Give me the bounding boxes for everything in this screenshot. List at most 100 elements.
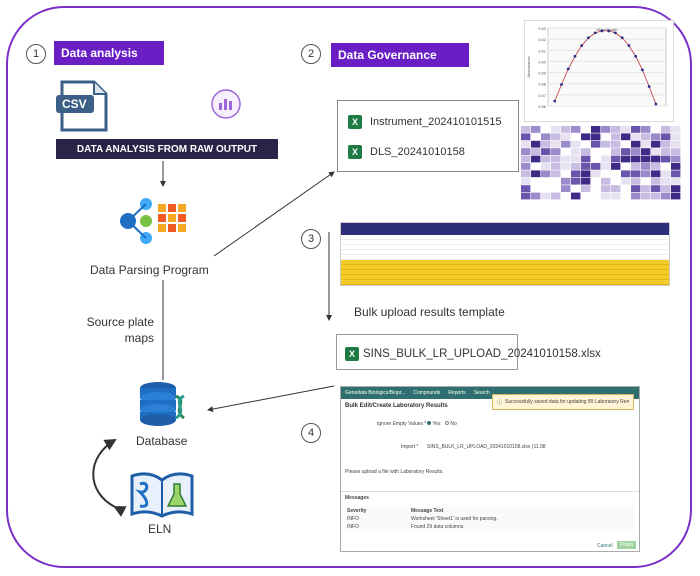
page-heading: Bulk Edit/Create Laboratory Results	[345, 403, 448, 409]
heatmap-cell	[521, 177, 531, 185]
heatmap-cell	[601, 163, 611, 170]
heatmap-cell	[521, 170, 531, 178]
no-radio[interactable]: No	[445, 421, 457, 427]
data-point	[627, 44, 631, 47]
heatmap-cell	[591, 148, 601, 155]
data-point	[641, 68, 644, 72]
heatmap-cell	[661, 140, 671, 148]
import-label: Import *	[401, 444, 419, 450]
heatmap-cell	[671, 170, 681, 178]
heatmap-cell	[611, 170, 621, 178]
spreadsheet-row-highlight	[341, 260, 669, 265]
import-file-value[interactable]: SINS_BULK_LR_UPLOAD_20241010158.xlsx (11…	[427, 444, 547, 450]
heatmap-cell	[591, 155, 601, 163]
source-label-line2: maps	[124, 331, 154, 345]
step-4-badge: 4	[301, 423, 321, 443]
heatmap-cell	[551, 177, 561, 185]
heatmap-cell	[581, 185, 591, 192]
info-icon: ⓘ	[497, 399, 503, 406]
database-label: Database	[136, 434, 188, 448]
yes-radio[interactable]: Yes	[427, 421, 440, 427]
heatmap-cell	[641, 126, 651, 133]
heatmap-cell	[601, 140, 611, 148]
outer-frame	[6, 6, 692, 568]
heatmap-cell	[651, 148, 661, 155]
heatmap-cell	[561, 148, 571, 155]
close-icon[interactable]: ✕	[625, 399, 630, 405]
data-point	[614, 31, 617, 35]
spreadsheet-row	[341, 245, 669, 250]
heatmap-cell	[651, 133, 661, 141]
heatmap-cell	[641, 192, 651, 200]
finish-button[interactable]: Finish	[617, 541, 637, 549]
eln-notebook-icon	[130, 470, 194, 518]
heatmap-cell	[551, 133, 561, 141]
heatmap-cell	[551, 185, 561, 192]
msg2-text: Found 29 data columns.	[411, 524, 465, 530]
heatmap-cell	[651, 140, 661, 148]
data-point	[634, 54, 638, 58]
step-1-number: 1	[32, 48, 40, 60]
heatmap-cell	[641, 163, 651, 170]
heatmap-cell	[551, 148, 561, 155]
heatmap-cell	[521, 185, 531, 192]
heatmap-cell	[561, 155, 571, 163]
data-analysis-banner: Data analysis	[54, 41, 164, 65]
col-severity: Severity	[347, 508, 367, 514]
heatmap-cell	[521, 155, 531, 163]
heatmap-cell	[641, 170, 651, 178]
data-governance-banner: Data Governance	[331, 43, 469, 67]
database-icon	[138, 380, 194, 428]
heatmap-cell	[671, 126, 681, 133]
heatmap-cell	[641, 133, 651, 141]
heatmap-cell	[601, 177, 611, 185]
step-1-badge: 1	[26, 44, 46, 64]
heatmap-cell	[521, 133, 531, 141]
heatmap-cell	[531, 133, 541, 141]
heatmap-cell	[661, 177, 671, 185]
heatmap-cell	[541, 155, 551, 163]
heatmap-cell	[561, 133, 571, 141]
heatmap-cell	[631, 177, 641, 185]
heatmap-cell	[581, 133, 591, 141]
heatmap-cell	[541, 177, 551, 185]
y-tick-label: 0.56	[538, 104, 547, 109]
step-2-number: 2	[307, 48, 315, 60]
heatmap-cell	[591, 192, 601, 200]
menu-compounds[interactable]: Compounds	[413, 390, 441, 396]
app-name: Genedata Biologics/Biopr...	[345, 390, 406, 396]
heatmap-cell	[661, 155, 671, 163]
ignore-empty-label: Ignore Empty Values *	[377, 421, 427, 427]
data-point	[553, 99, 557, 103]
cancel-button[interactable]: Cancel	[597, 543, 613, 549]
heatmap-cell	[551, 140, 561, 148]
heatmap-cell	[541, 185, 551, 192]
heatmap-cell	[551, 155, 561, 163]
plot-area	[547, 27, 667, 107]
menu-reports[interactable]: Reports	[448, 390, 466, 396]
heatmap-cell	[611, 140, 621, 148]
spreadsheet-row	[341, 235, 669, 240]
heatmap-cell	[631, 170, 641, 178]
heatmap-cell	[561, 192, 571, 200]
lims-upload-screenshot: Genedata Biologics/Biopr... Compounds Re…	[340, 386, 640, 552]
heatmap-cell	[601, 133, 611, 141]
heatmap-cell	[621, 133, 631, 141]
heatmap-cell	[521, 140, 531, 148]
heatmap-cell	[541, 148, 551, 155]
source-label-line1: Source plate	[86, 315, 154, 329]
heatmap-cell	[611, 148, 621, 155]
heatmap-cell	[581, 148, 591, 155]
heatmap-cell	[581, 170, 591, 178]
heatmap-cell	[591, 170, 601, 178]
heatmap-cell	[651, 185, 661, 192]
menu-search[interactable]: Search	[473, 390, 490, 396]
heatmap-cell	[551, 170, 561, 178]
data-point	[654, 102, 658, 106]
heatmap-cell	[631, 133, 641, 141]
